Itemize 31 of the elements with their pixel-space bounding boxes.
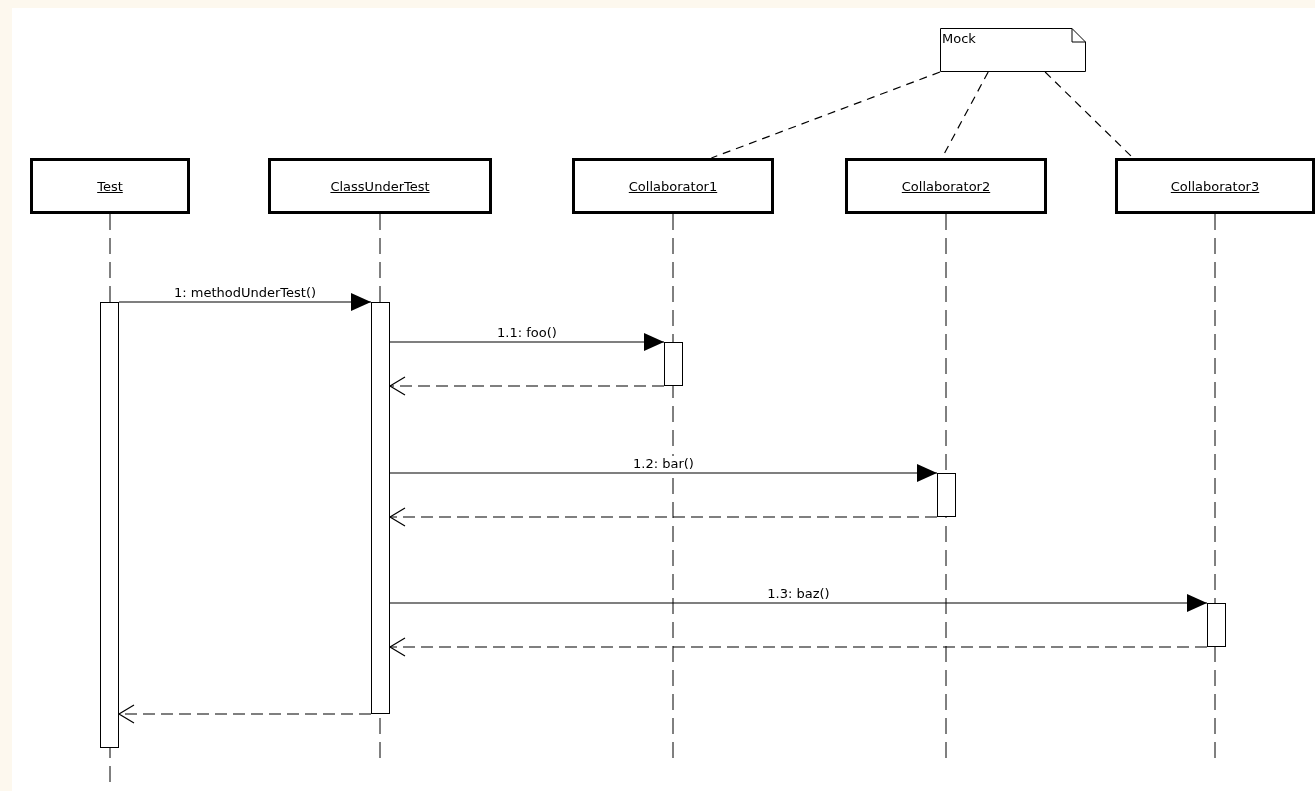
return-arrow — [118, 704, 372, 724]
participant-name: Test — [97, 178, 123, 194]
return-arrow — [389, 637, 1208, 657]
edge-label: 1.1: foo() — [496, 325, 558, 340]
participant-box — [845, 158, 1047, 214]
return-arrow — [389, 376, 665, 396]
activation-bar — [371, 302, 390, 714]
note-text: Mock — [942, 31, 976, 46]
note-link — [710, 71, 941, 159]
edge-label: 1.2: bar() — [632, 456, 695, 471]
activation-bar — [937, 473, 956, 517]
participant-name: Collaborator3 — [1170, 178, 1260, 194]
message-arrow — [389, 594, 1208, 612]
participant-box — [1115, 158, 1315, 214]
return-arrow — [389, 507, 938, 527]
note-link — [1044, 71, 1134, 159]
participant-name: ClassUnderTest — [330, 178, 430, 194]
activation-bar — [664, 342, 683, 386]
participant-box — [268, 158, 492, 214]
note — [940, 28, 1086, 72]
activation-bar — [1207, 603, 1226, 647]
activation-bar — [100, 302, 119, 748]
message-arrow — [118, 293, 372, 311]
edge-label: 1.3: baz() — [766, 586, 831, 601]
message-arrow — [389, 333, 665, 351]
edge-label: 1: methodUnderTest() — [172, 285, 318, 300]
participant-name: Collaborator1 — [628, 178, 718, 194]
message-arrow — [389, 464, 938, 482]
participant-name: Collaborator2 — [901, 178, 991, 194]
participant-box — [572, 158, 774, 214]
participant-box — [30, 158, 190, 214]
